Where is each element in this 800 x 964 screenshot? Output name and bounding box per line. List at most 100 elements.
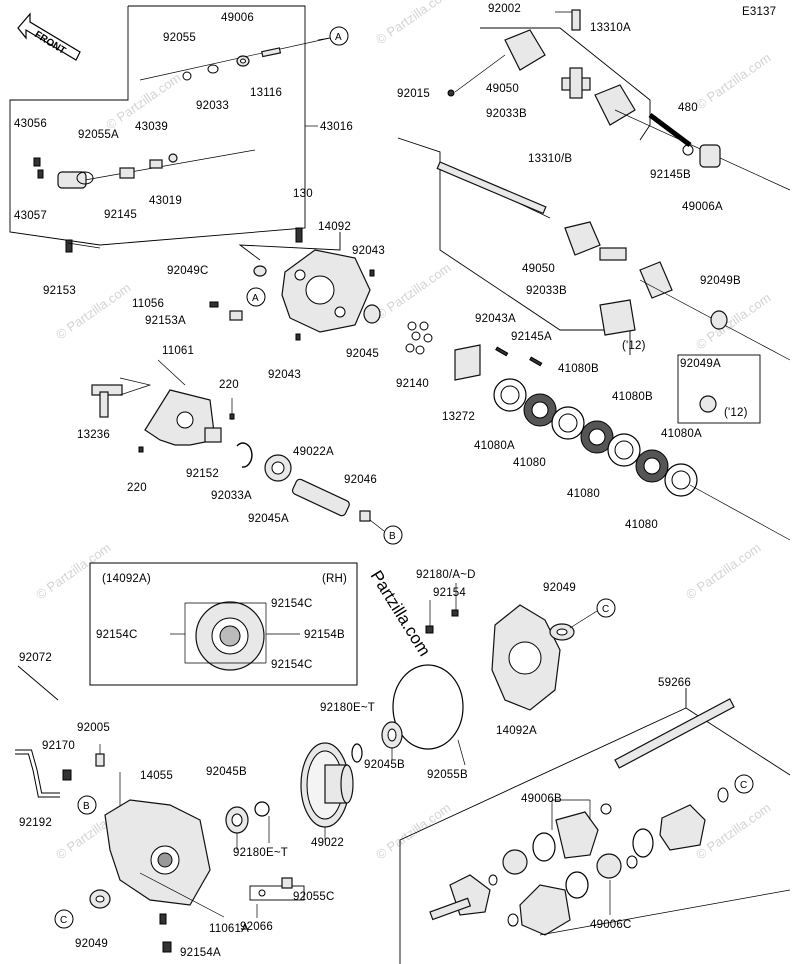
label-49006C: 49006C (590, 919, 631, 931)
label-92015: 92015 (397, 88, 430, 100)
label-92192: 92192 (19, 817, 52, 829)
label-11061: 11061 (162, 345, 194, 357)
label-13272: 13272 (442, 411, 475, 423)
label-43057: 43057 (14, 210, 47, 222)
clutch-pack (405, 321, 791, 541)
label-92145A: 92145A (511, 331, 552, 343)
label-92153A: 92153A (145, 315, 186, 327)
cover-14092A (392, 583, 598, 766)
label-220-bottom: 220 (127, 482, 147, 494)
label-92140: 92140 (396, 378, 429, 390)
label-41080A-1: 41080A (474, 440, 515, 452)
label-49022: 49022 (311, 837, 344, 849)
label-480: 480 (678, 102, 698, 114)
propeller-shaft-13310B (397, 137, 791, 424)
label-49050-mid: 49050 (522, 263, 555, 275)
label-13310B: 13310/B (528, 153, 572, 165)
label-14092: 14092 (318, 221, 351, 233)
label-49006A: 49006A (682, 201, 723, 213)
label-92043-bottom: 92043 (268, 369, 301, 381)
callout-a-top: A (317, 26, 349, 46)
label-59266: 59266 (658, 677, 691, 689)
shift-assembly-43016 (9, 5, 331, 253)
label-92049-bottom: 92049 (75, 938, 108, 950)
label-13236: 13236 (77, 429, 110, 441)
label-11056: 11056 (132, 298, 164, 310)
label-92043-top: 92043 (352, 245, 385, 257)
callout-a-letter: A (335, 32, 342, 43)
label-92154C-b: 92154C (96, 629, 137, 641)
ring-gear-49022 (225, 721, 403, 918)
callout-b-bottom: B (77, 795, 97, 815)
label-92049-mid: 92049 (543, 582, 576, 594)
label-11061A: 11061A (209, 923, 249, 935)
label-43016: 43016 (320, 121, 353, 133)
label-13116: 13116 (250, 87, 282, 99)
label-43056: 43056 (14, 118, 47, 130)
label-92033A: 92033A (211, 490, 252, 502)
callout-c-letter: C (60, 915, 67, 926)
callout-b-letter: B (389, 531, 396, 542)
watermark: © Partzilla.com (373, 0, 453, 47)
label-92055B: 92055B (427, 769, 468, 781)
label-130: 130 (293, 188, 313, 200)
label-92153: 92153 (43, 285, 76, 297)
inset-side: (RH) (322, 573, 347, 585)
callout-b-letter: B (83, 801, 90, 812)
label-92045B-left: 92045B (206, 766, 247, 778)
label-13310A: 13310A (590, 22, 631, 34)
label-92049C: 92049C (167, 265, 208, 277)
watermark: © Partzilla.com (373, 800, 453, 863)
label-92055A: 92055A (78, 129, 119, 141)
callout-c-right: C (734, 774, 754, 794)
label-49006B: 49006B (521, 793, 562, 805)
housing-14092 (209, 227, 381, 341)
label-92055C: 92055C (293, 891, 334, 903)
drive-shaft-59266 (399, 688, 791, 964)
label-12-b: ('12) (724, 407, 748, 419)
watermark: © Partzilla.com (373, 260, 453, 323)
label-41080-a: 41080 (513, 457, 546, 469)
label-14055: 14055 (140, 770, 173, 782)
label-92002: 92002 (488, 3, 521, 15)
label-49050-top: 49050 (486, 83, 519, 95)
label-41080-b: 41080 (567, 488, 600, 500)
callout-a-letter: A (252, 293, 259, 304)
callout-c-mid: C (596, 598, 616, 618)
label-92043A: 92043A (475, 313, 516, 325)
propeller-shaft-13310A (447, 9, 791, 191)
label-92154C-a: 92154C (271, 598, 312, 610)
label-92145: 92145 (104, 209, 137, 221)
label-92072: 92072 (19, 652, 52, 664)
callout-c-bottom: C (54, 909, 74, 929)
callout-c-letter: C (602, 604, 609, 615)
label-92033B-mid: 92033B (526, 285, 567, 297)
watermark: © Partzilla.com (693, 290, 773, 353)
label-92154B: 92154B (304, 629, 345, 641)
callout-a-mid: A (246, 287, 266, 307)
label-92045B-right: 92045B (364, 759, 405, 771)
label-92045: 92045 (346, 348, 379, 360)
label-41080B-1: 41080B (558, 363, 599, 375)
label-92033B-top: 92033B (486, 108, 527, 120)
diagram-code: E3137 (742, 6, 776, 18)
label-92049A: 92049A (680, 358, 721, 370)
label-92180E-T-top: 92180E~T (320, 702, 375, 714)
inset-14092A-rh (89, 562, 358, 686)
label-92154A: 92154A (180, 947, 221, 959)
label-92180E-T-bottom: 92180E~T (233, 847, 288, 859)
front-arrow: FRONT (17, 12, 81, 61)
label-92066: 92066 (240, 921, 273, 933)
label-92045A: 92045A (248, 513, 289, 525)
label-92170: 92170 (42, 740, 75, 752)
label-92005: 92005 (77, 722, 110, 734)
label-92154C-c: 92154C (271, 659, 312, 671)
label-41080A-2: 41080A (661, 428, 702, 440)
callout-b-mid: B (369, 519, 403, 545)
label-43039: 43039 (135, 121, 168, 133)
watermark: © Partzilla.com (33, 540, 113, 603)
cover-11061 (91, 359, 371, 522)
label-49022A: 49022A (293, 446, 334, 458)
inset-title: (14092A) (102, 573, 151, 585)
